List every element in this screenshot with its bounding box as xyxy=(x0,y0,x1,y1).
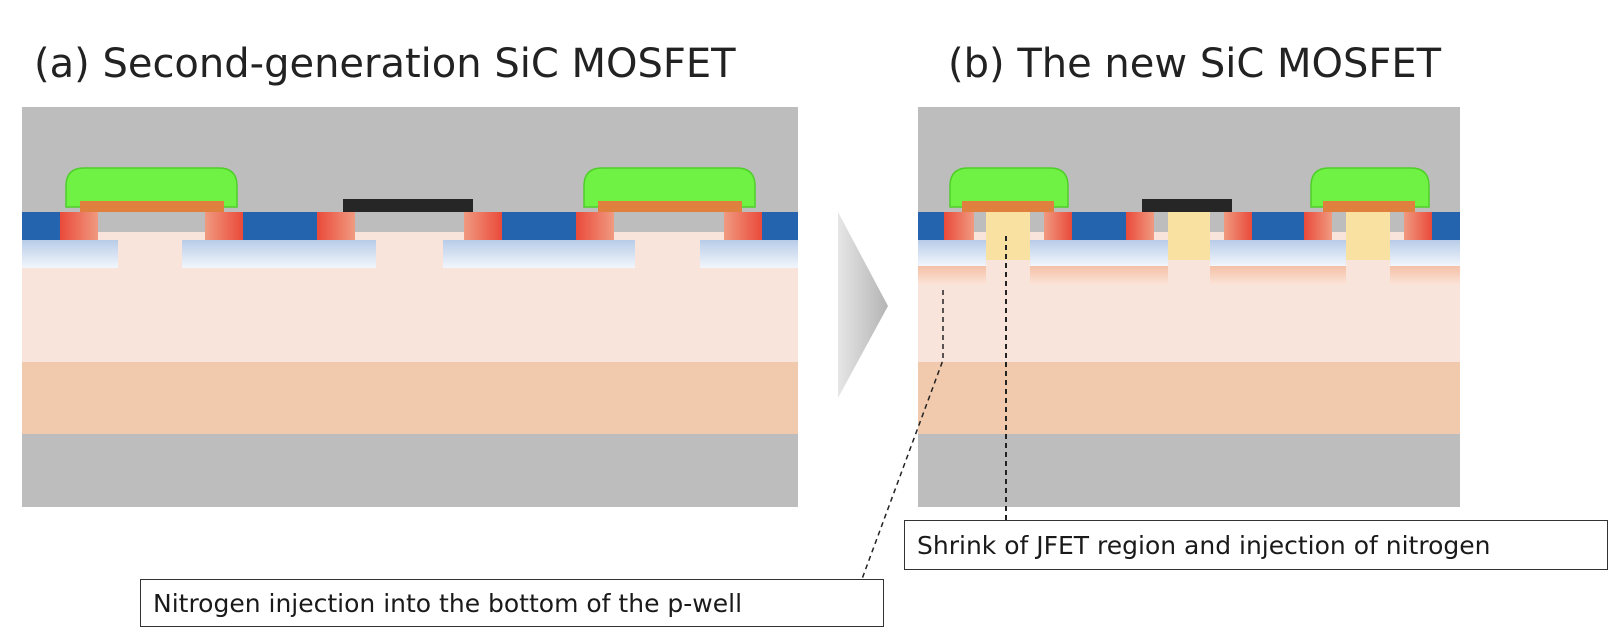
transition-arrow xyxy=(838,212,888,398)
device-b-gate-poly xyxy=(1310,167,1430,208)
device-b-gate-oxide xyxy=(962,201,1054,212)
callout-pwell-text: Nitrogen injection into the bottom of th… xyxy=(153,588,743,618)
device-a-p-well xyxy=(443,240,635,268)
device-b-p-plus-region xyxy=(918,212,944,240)
panel-a-title: (a) Second-generation SiC MOSFET xyxy=(34,41,736,87)
device-b-p-well xyxy=(1210,240,1346,266)
device-b-p-plus-region xyxy=(1252,212,1304,240)
device-a-n-plus-source xyxy=(724,212,762,240)
panel-b-title: (b) The new SiC MOSFET xyxy=(948,41,1442,87)
device-b-n-plus-source xyxy=(1404,212,1432,240)
device-a-gate-poly xyxy=(583,167,756,208)
device-b-n-plus-source xyxy=(1304,212,1332,240)
device-b-n-substrate xyxy=(918,362,1460,434)
device-b-nitrogen-layer xyxy=(918,266,986,284)
device-b-jfet-nitrogen-region xyxy=(986,212,1030,260)
device-a-n-plus-source xyxy=(464,212,502,240)
device-b-gate-poly xyxy=(949,167,1069,208)
device-b-n-plus-source xyxy=(1044,212,1072,240)
leader-line-pwell xyxy=(861,290,944,580)
device-b-metal-bar xyxy=(1142,199,1232,212)
callout-pwell-nitrogen: Nitrogen injection into the bottom of th… xyxy=(140,579,884,627)
device-b-p-well xyxy=(918,240,986,266)
device-a-p-well xyxy=(700,240,798,268)
device-a-gate-poly xyxy=(65,167,238,208)
device-b-n-plus-source xyxy=(1224,212,1252,240)
device-b-n-plus-source xyxy=(944,212,974,240)
device-b-p-plus-region xyxy=(1072,212,1126,240)
device-b-p-well xyxy=(1030,240,1168,266)
device-b-nitrogen-layer xyxy=(1210,266,1346,284)
device-a-n-substrate xyxy=(22,362,798,434)
device-a-gate-oxide xyxy=(598,201,742,212)
device-a-p-plus-region xyxy=(243,212,317,240)
device-a-cross-section xyxy=(22,107,798,507)
device-b-p-plus-region xyxy=(1432,212,1460,240)
device-a-metal-bar xyxy=(343,199,473,212)
device-a-p-plus-region xyxy=(762,212,798,240)
device-a-p-plus-region xyxy=(22,212,60,240)
device-b-cross-section xyxy=(918,107,1460,507)
device-a-n-plus-source xyxy=(205,212,243,240)
device-b-drain-metal xyxy=(918,434,1460,507)
device-a-n-plus-source xyxy=(60,212,98,240)
device-b-nitrogen-layer xyxy=(1030,266,1168,284)
device-a-n-drift xyxy=(22,232,798,362)
callout-jfet-shrink: Shrink of JFET region and injection of n… xyxy=(904,520,1608,570)
device-b-jfet-nitrogen-region xyxy=(1346,212,1390,260)
device-a-n-plus-source xyxy=(576,212,614,240)
device-b-n-plus-source xyxy=(1126,212,1154,240)
device-b-p-well xyxy=(1390,240,1460,266)
device-a-p-well xyxy=(22,240,118,268)
device-b-jfet-nitrogen-region xyxy=(1168,212,1210,260)
device-a-n-plus-source xyxy=(317,212,355,240)
device-a-gate-oxide xyxy=(80,201,224,212)
device-a-p-plus-region xyxy=(502,212,576,240)
callout-jfet-text: Shrink of JFET region and injection of n… xyxy=(917,530,1491,560)
device-b-gate-oxide xyxy=(1323,201,1415,212)
device-b-nitrogen-layer xyxy=(1390,266,1460,284)
device-a-p-well xyxy=(182,240,376,268)
device-a-drain-metal xyxy=(22,434,798,507)
